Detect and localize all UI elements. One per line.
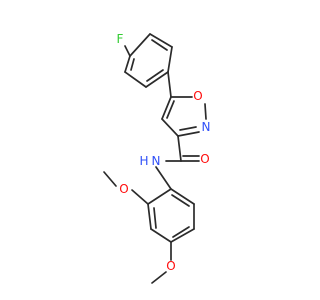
bond-isoxazole: [161, 118, 179, 137]
bond-ring1-double: [151, 39, 168, 51]
bond-ring2: [150, 228, 172, 243]
bond-n-aryl: [155, 166, 172, 190]
bond-ring2: [147, 188, 172, 205]
bond-isoxazole: [161, 96, 172, 120]
bond-ring2-double: [171, 194, 190, 207]
atom-o-carbonyl: O: [200, 152, 209, 166]
bond-ring2-double: [153, 207, 157, 229]
atom-n-amide: N: [152, 154, 161, 168]
bond-ring2: [147, 203, 152, 230]
atom-n-ring: N: [202, 120, 211, 134]
bond-aryl-isoxazole: [167, 71, 172, 98]
bond-isoxazole: [204, 103, 207, 120]
bond-ring2: [170, 188, 195, 205]
bond-ring1: [145, 71, 169, 88]
bond-ring1-double: [130, 58, 135, 71]
atom-o-methoxy-1: O: [119, 182, 128, 196]
bond-ring1: [167, 46, 173, 73]
bond-ring2: [170, 228, 195, 243]
atom-o-methoxy-2: O: [166, 259, 175, 273]
molecule-structure: F O N O N H O O: [103, 32, 211, 284]
bond-ring1: [124, 55, 131, 73]
bond-ring2-double: [172, 226, 190, 238]
bond-ring1: [124, 71, 147, 88]
bond-ring1: [129, 33, 151, 57]
bond-ring1: [149, 33, 173, 48]
bonds: [103, 33, 207, 284]
bond-ring1-double: [146, 69, 164, 82]
atom-o-ring: O: [193, 89, 202, 103]
bond-isoxazole-double: [179, 126, 197, 131]
atom-f: F: [117, 32, 124, 46]
atom-labels: F O N O N H O O: [117, 32, 211, 273]
bond-isoxazole: [177, 131, 200, 137]
bond-methoxy1: [103, 171, 117, 187]
bond-amide-c: [177, 135, 182, 162]
atom-h-amide: H: [139, 154, 148, 168]
bond-methoxy2: [151, 271, 167, 284]
bond-methoxy1: [131, 189, 149, 205]
bond-f-c: [124, 45, 131, 57]
bond-isoxazole-double: [166, 100, 175, 119]
